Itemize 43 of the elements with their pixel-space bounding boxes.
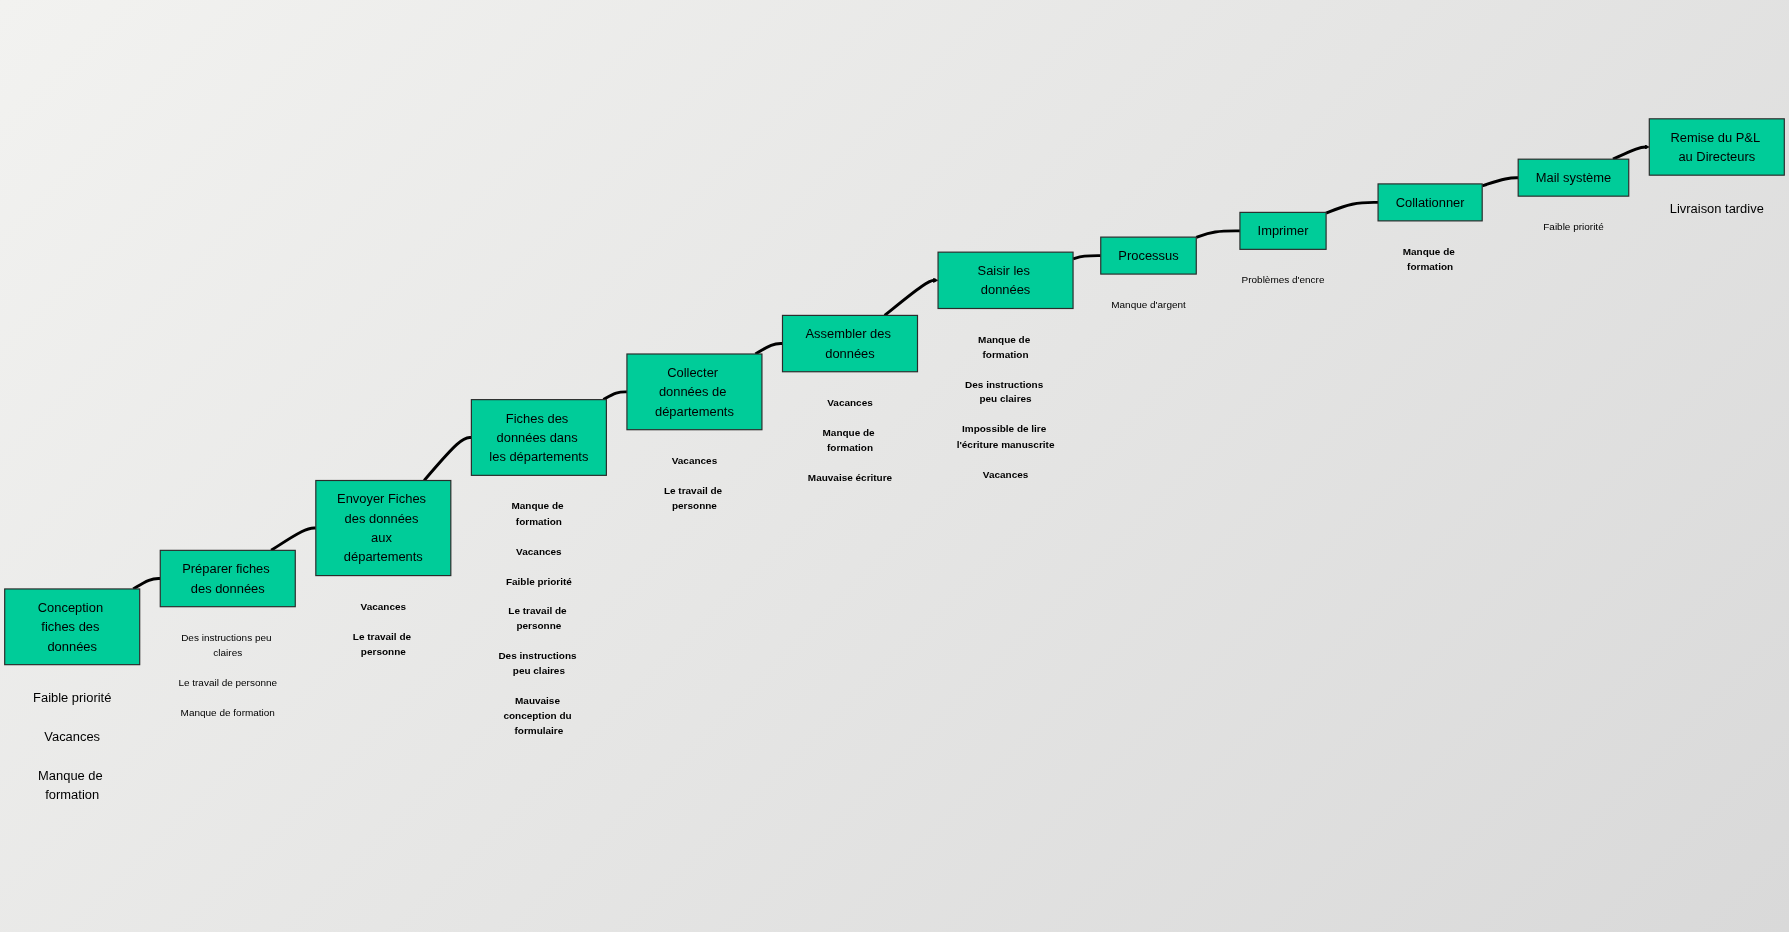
- node-label: Vacances: [516, 545, 562, 557]
- node-label: Des instructions peu claires: [498, 650, 577, 677]
- connector-line: [1325, 200, 1379, 215]
- node-label: Vacances: [982, 468, 1029, 480]
- connector-line: [754, 342, 783, 356]
- connector-line: [270, 526, 316, 552]
- process-box: Imprimer: [1239, 211, 1327, 250]
- node-label: Des instructions peu claires: [965, 378, 1044, 405]
- cause-notes: Problèmes d'encre: [1241, 274, 1325, 286]
- cause-notes: Livraison tardive: [1669, 201, 1764, 216]
- process-box: Mail système: [1517, 158, 1630, 197]
- node-label: Le travail de personne: [508, 605, 567, 632]
- node-label: Manque de formation: [511, 500, 564, 527]
- connector-line: [132, 577, 161, 591]
- connector-line: [1195, 229, 1240, 239]
- cause-notes: Manque d'argent: [1111, 299, 1186, 311]
- cause-notes: Vacances Le travail de personne: [352, 600, 412, 657]
- process-box: Processus: [1100, 236, 1197, 275]
- cause-notes: Manque de formation Des instructions peu claires Impossible de lire l'écriture manuscrite Vacances: [956, 333, 1055, 480]
- process-box: Collecter données de départements: [626, 353, 763, 431]
- process-box: Préparer fiches des données: [159, 549, 296, 608]
- node-label: Mauvaise conception du formulaire: [503, 695, 572, 737]
- node-label: Impossible de lire l'écriture manuscrite: [956, 423, 1055, 450]
- cause-notes: Vacances Manque de formation Mauvaise écriture: [807, 397, 893, 483]
- connector-line: [423, 436, 472, 482]
- cause-notes: Manque de formation Vacances Faible priorité Le travail de personne Des instructions peu claires Mauvaise conception du formulaire: [498, 500, 577, 737]
- cause-notes: Faible priorité: [1543, 221, 1604, 233]
- cause-notes: Manque de formation: [1402, 246, 1455, 273]
- arrow: [1612, 144, 1650, 161]
- arrow: [883, 277, 939, 317]
- process-box: Remise du P&L au Directeurs: [1648, 118, 1785, 176]
- process-box: Saisir les données: [937, 251, 1074, 310]
- node-label: Faible priorité: [505, 575, 572, 587]
- process-box: Collationner: [1377, 183, 1483, 222]
- node-label: Manque de formation: [978, 333, 1031, 360]
- connector-line: [602, 390, 627, 401]
- cause-notes: Faible priorité Vacances Manque de formation: [33, 690, 112, 803]
- process-box: Fiches des données dans les départements: [470, 399, 607, 476]
- process-box: Assembler des données: [781, 314, 919, 373]
- process-box: Envoyer Fiches des données aux départements: [315, 479, 452, 577]
- process-box: Conception fiches des données: [4, 588, 141, 666]
- cause-notes: Des instructions peu claires Le travail de personne Manque de formation: [178, 631, 278, 718]
- cause-notes: Vacances Le travail de personne: [663, 454, 723, 511]
